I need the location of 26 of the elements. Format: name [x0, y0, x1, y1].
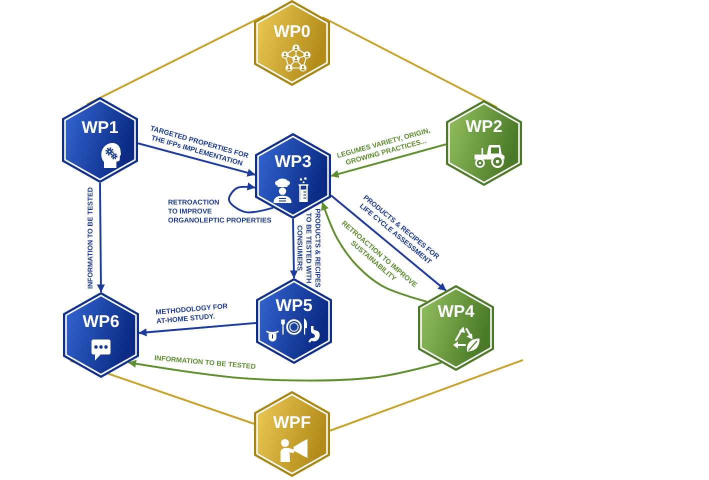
- node-title: WP5: [276, 296, 312, 314]
- arrow: [290, 218, 298, 278]
- hexagon-node: [418, 285, 494, 371]
- node-title: WP6: [82, 312, 120, 330]
- node-title: WP3: [274, 152, 312, 170]
- arrow: [330, 194, 447, 292]
- connector-line: [330, 359, 524, 432]
- hexagon-node: [254, 391, 330, 477]
- node-title: WP1: [82, 118, 118, 136]
- arrow: [321, 202, 427, 303]
- hexagon-node: [63, 292, 139, 378]
- arrow: [330, 143, 446, 178]
- hexagon-node: [446, 100, 522, 186]
- arrow: [96, 183, 105, 292]
- hexagon-node: [62, 97, 138, 183]
- arrow: [138, 322, 256, 336]
- arrow: [138, 142, 256, 177]
- arrow: [128, 360, 442, 382]
- loop-arrow: [228, 182, 274, 214]
- node-title: WP4: [438, 302, 474, 320]
- hexagon-node: [254, 0, 330, 86]
- connector-line: [322, 16, 498, 108]
- node-title: WP2: [466, 116, 502, 136]
- node-title: WP0: [274, 22, 310, 40]
- connector-line: [86, 14, 265, 106]
- node-title: WPF: [273, 412, 311, 432]
